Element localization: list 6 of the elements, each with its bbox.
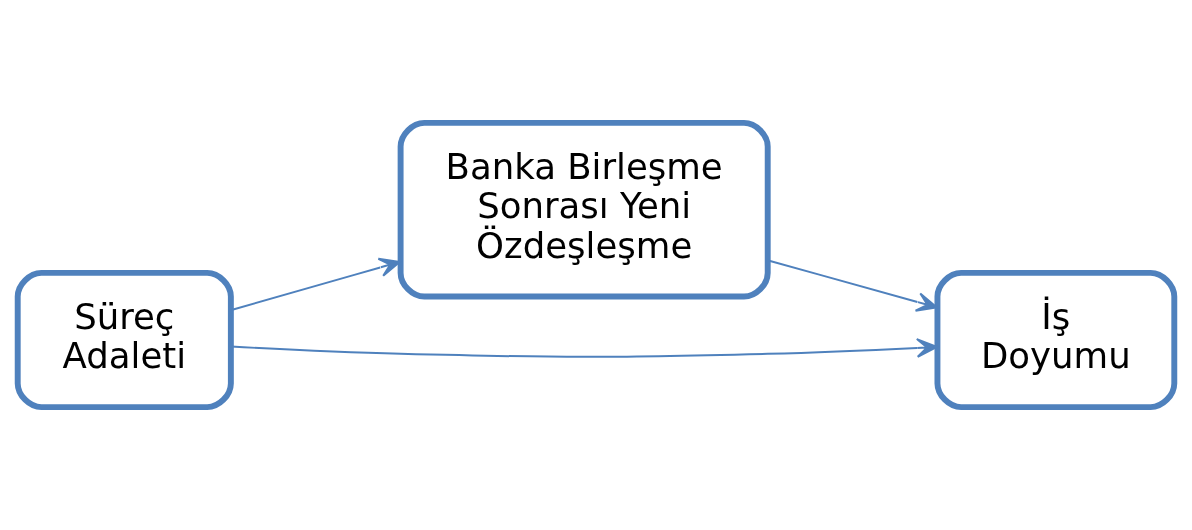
node-box: Banka Birleşme Sonrası Yeni Özdeşleşme bbox=[397, 119, 771, 300]
arrow bbox=[767, 259, 938, 312]
arrow bbox=[230, 338, 938, 358]
node-box: İş Doyumu bbox=[934, 269, 1178, 411]
arrow bbox=[230, 257, 401, 311]
node-box: Süreç Adaleti bbox=[14, 269, 234, 411]
